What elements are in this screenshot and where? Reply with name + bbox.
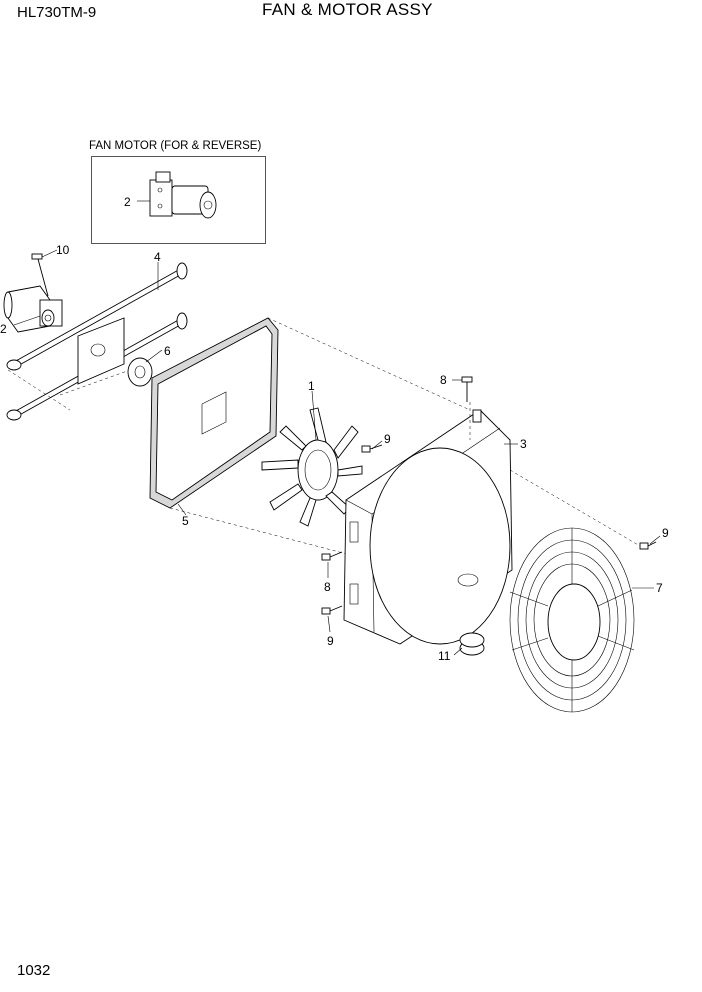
callout-bracket-rod: 4	[154, 250, 161, 264]
flange-6	[127, 357, 153, 387]
inset-fan-motor	[137, 171, 217, 219]
callout-grommet: 11	[438, 649, 451, 663]
bolt-10	[31, 253, 49, 297]
fan-shroud	[343, 409, 513, 645]
callout-fan-blade: 1	[308, 379, 315, 393]
callout-motor: 2	[0, 322, 7, 336]
inset-frame	[91, 156, 266, 244]
inset-caption: FAN MOTOR (FOR & REVERSE)	[89, 140, 262, 152]
callout-bolt-lower-8: 8	[324, 580, 331, 594]
grommet	[459, 632, 485, 656]
callout-bolt-10: 10	[56, 243, 70, 257]
page-title: FAN & MOTOR ASSY	[262, 0, 433, 19]
leader-lines	[13, 249, 661, 656]
model-code: HL730TM-9	[17, 4, 97, 21]
bolts	[321, 376, 657, 615]
callout-inset-motor: 2	[124, 195, 131, 209]
callout-guard: 7	[656, 581, 663, 595]
radiator-screen	[149, 317, 471, 561]
callout-bolt-upper-mid: 9	[384, 432, 391, 446]
callout-screen: 5	[182, 514, 189, 528]
callout-bolt-right: 9	[662, 526, 669, 540]
hydraulic-motor	[3, 285, 63, 333]
page-number: 1032	[17, 962, 51, 979]
bracket-rods	[6, 262, 188, 421]
fan-guard	[509, 527, 635, 713]
callout-bolt-top-shroud: 8	[440, 373, 447, 387]
callout-shroud: 3	[520, 437, 527, 451]
callout-flange: 6	[164, 344, 171, 358]
callout-bolt-lower-9: 9	[327, 634, 334, 648]
